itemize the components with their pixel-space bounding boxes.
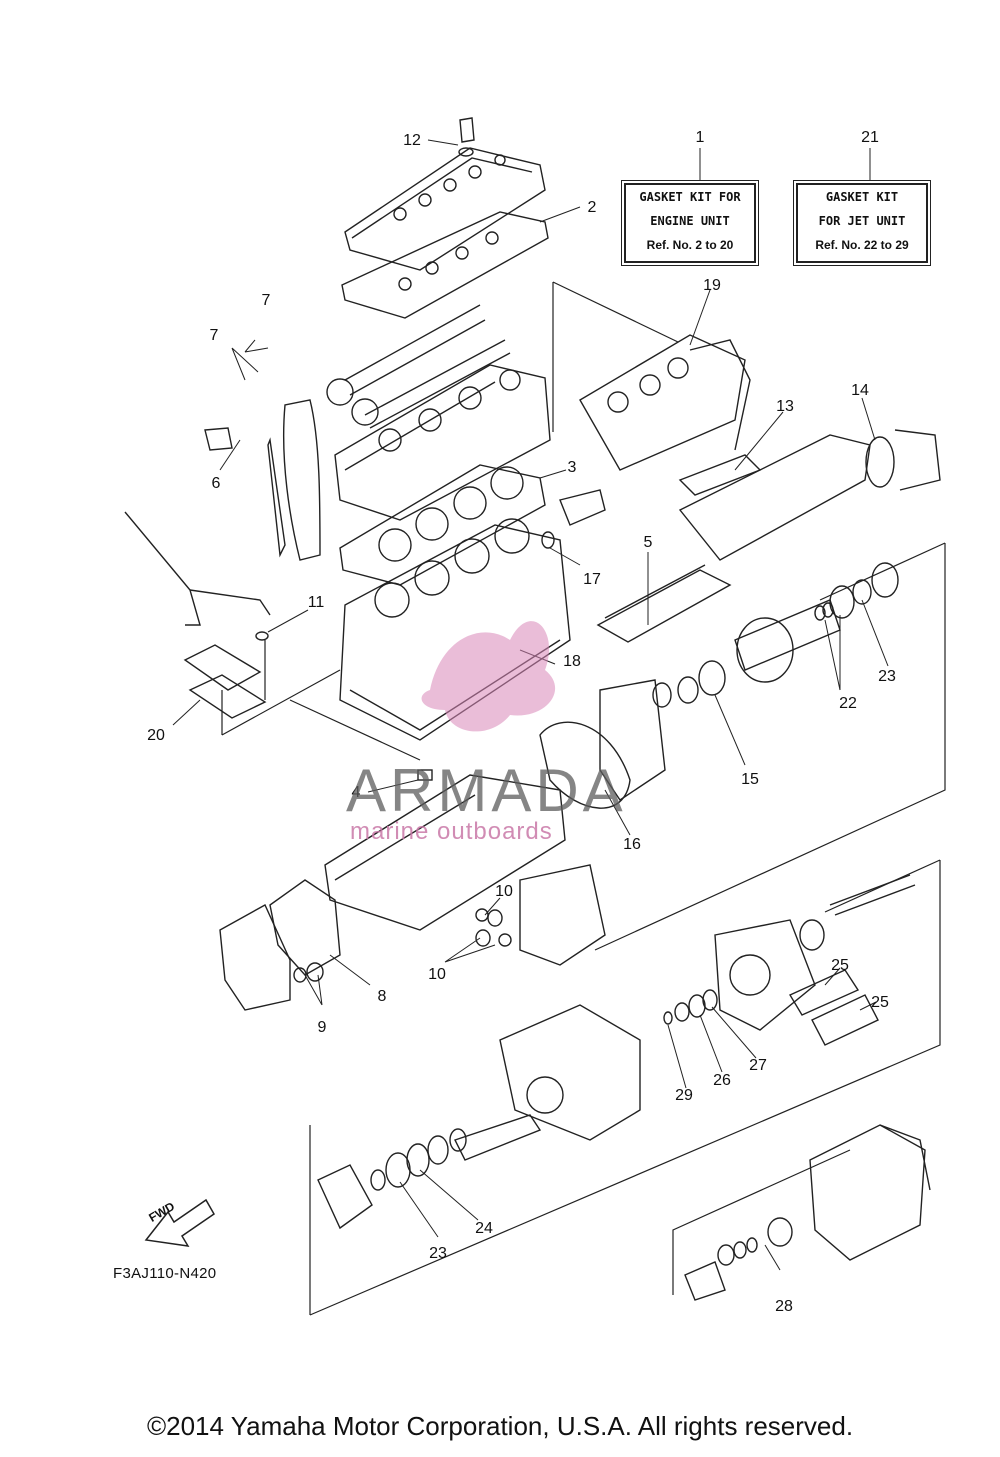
callout-25: 25 xyxy=(831,957,849,974)
valve-cover-gasket xyxy=(341,211,549,319)
callout-28: 28 xyxy=(775,1298,793,1315)
callout-5: 5 xyxy=(644,534,653,551)
callout-10: 10 xyxy=(428,966,446,983)
callout-12: 12 xyxy=(403,132,421,149)
exhaust-pipe xyxy=(678,429,941,561)
exhaust-manifold xyxy=(579,334,751,471)
jet-kit-ref: Ref. No. 22 to 29 xyxy=(815,238,909,252)
valve-cover xyxy=(344,117,546,271)
jet-kit-line2: FOR JET UNIT xyxy=(818,214,906,228)
dipstick xyxy=(124,511,271,641)
callout-6: 6 xyxy=(212,475,221,492)
callout-18: 18 xyxy=(563,653,581,670)
callout-11: 11 xyxy=(308,594,325,611)
output-shaft-assembly xyxy=(652,562,899,708)
callout-labels: 1234567789101011121314151617181920212223… xyxy=(147,129,896,1315)
callout-9: 9 xyxy=(318,1019,327,1036)
callout-22: 22 xyxy=(839,695,857,712)
callout-15: 15 xyxy=(741,771,759,788)
watermark-brand: ARMADA xyxy=(346,757,627,824)
copyright-notice: ©2014 Yamaha Motor Corporation, U.S.A. A… xyxy=(146,1411,854,1441)
callout-14: 14 xyxy=(851,382,869,399)
callout-23: 23 xyxy=(878,668,896,685)
callout-16: 16 xyxy=(623,836,641,853)
watermark-logo-icon xyxy=(421,621,556,732)
callout-13: 13 xyxy=(776,398,794,415)
timing-chain xyxy=(204,399,321,561)
jet-gasket-kit-box: GASKET KIT FOR JET UNIT Ref. No. 22 to 2… xyxy=(796,183,928,263)
callout-24: 24 xyxy=(475,1220,493,1237)
watermark-tagline: marine outboards xyxy=(350,818,553,845)
callout-1: 1 xyxy=(696,129,705,146)
head-gasket xyxy=(339,464,546,586)
callout-21: 21 xyxy=(861,129,879,146)
callout-26: 26 xyxy=(713,1072,731,1089)
callout-17: 17 xyxy=(583,571,601,588)
cylinder-head xyxy=(334,364,551,521)
diagram-code: F3AJ110-N420 xyxy=(113,1265,217,1282)
callout-3: 3 xyxy=(568,459,577,476)
jet-kit-line1: GASKET KIT xyxy=(825,190,899,204)
callout-20: 20 xyxy=(147,727,165,744)
callout-8: 8 xyxy=(378,988,387,1005)
callout-4: 4 xyxy=(352,784,361,801)
engine-gasket-kit-box: GASKET KIT FOR ENGINE UNIT Ref. No. 2 to… xyxy=(624,183,756,263)
callout-27: 27 xyxy=(749,1057,767,1074)
callout-29: 29 xyxy=(675,1087,693,1104)
engine-kit-line2: ENGINE UNIT xyxy=(650,214,730,228)
engine-kit-ref: Ref. No. 2 to 20 xyxy=(646,238,734,252)
callout-23: 23 xyxy=(429,1245,447,1262)
callout-25: 25 xyxy=(871,994,889,1011)
side-cover xyxy=(539,679,666,809)
crankcase xyxy=(324,769,566,931)
engine-kit-line1: GASKET KIT FOR xyxy=(639,190,741,204)
front-cover xyxy=(219,879,341,1011)
impeller-housing xyxy=(454,1004,641,1161)
callout-10: 10 xyxy=(495,883,513,900)
camshafts xyxy=(326,304,511,429)
fwd-arrow-icon xyxy=(144,1198,215,1247)
jet-nozzle xyxy=(684,1124,931,1301)
callout-2: 2 xyxy=(588,199,597,216)
water-jacket-cover xyxy=(596,564,732,643)
group-frame-lines xyxy=(221,281,946,1316)
thermostat-housing xyxy=(541,489,606,549)
callout-19: 19 xyxy=(703,277,721,294)
callout-7: 7 xyxy=(210,327,219,344)
callout-7: 7 xyxy=(262,292,271,309)
oil-pump xyxy=(475,864,606,966)
drive-seals xyxy=(317,1128,467,1230)
cover-plate-and-gasket xyxy=(183,644,267,719)
leader-lines xyxy=(172,139,889,1271)
